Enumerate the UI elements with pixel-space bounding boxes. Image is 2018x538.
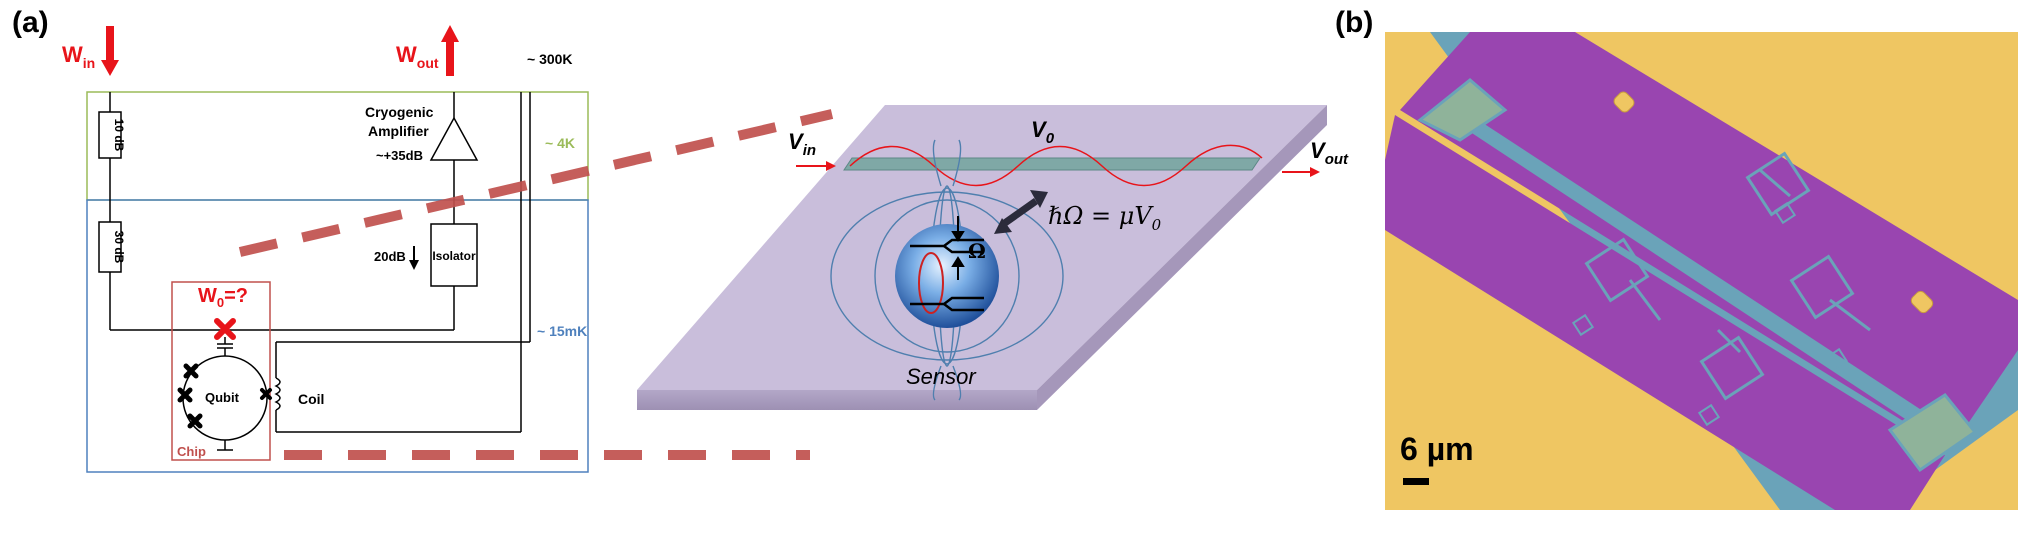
attenuator-30db-label: 30 dB [112,231,126,264]
temp-300k-label: ~ 300K [527,51,573,67]
isolator-loss: 20dB [374,249,406,264]
qubit-label: Qubit [205,390,240,405]
w-out-arrow [441,25,459,76]
panel-a-label: (a) [12,6,49,39]
energy-levels [910,238,984,312]
isolator-box [430,223,478,287]
voltage-wave [849,144,1263,187]
isolator-loss-arrow [409,246,419,270]
omega-arrows [951,216,965,280]
omega-symbol: Ω [968,239,986,263]
josephson-junctions [177,363,203,429]
sensor-label: Sensor [906,364,977,389]
w-out-label: Wout [396,42,439,71]
micrograph-capacitors [1584,151,1871,401]
micrograph-right-pad [1887,393,1978,473]
micrograph-left-pad [1417,78,1508,142]
coupler-cap [217,337,233,451]
coupling-arrow [994,190,1048,234]
coil-symbol [274,377,281,411]
amplifier-gain: ~+35dB [376,148,423,163]
attenuator-10db-label: 10 dB [112,119,126,152]
transmission-line [843,157,1261,171]
v-in-arrow [796,161,836,171]
chip-label: Chip [177,444,206,459]
coil-label: Coil [298,391,324,407]
micrograph-gold-island-1 [1613,91,1635,113]
micrograph-purple-upper [1400,32,2018,450]
attenuator-10db [98,111,122,159]
temp-4k-label: ~ 4K [545,135,575,151]
v-out-label: Vout [1310,138,1349,168]
w0-label: W0=? [198,285,248,310]
scale-bar [1403,478,1429,485]
zone-15mk-box [86,199,589,473]
coupler-cross-red [214,318,236,340]
isolator-label: Isolator [432,249,476,263]
attenuator-30db [98,221,122,273]
coil-lines [275,92,531,433]
micrograph-junction-squares [1571,201,1849,427]
temp-15mk-label: ~ 15mK [537,323,587,339]
sensor-loop [918,252,944,314]
w-in-arrow [101,26,119,76]
amplifier-label-line1: Cryogenic [365,104,434,120]
zoom-link-top [238,109,834,257]
v0-label: V0 [1031,117,1055,147]
input-line [109,92,454,331]
v-in-label: Vin [788,129,816,159]
amplifier-label-line2: Amplifier [368,123,429,139]
micrograph-purple-lower [1385,115,1945,510]
chip-box [171,281,271,461]
panel-b-label: (b) [1335,6,1373,39]
micrograph-gold-island-2 [1910,290,1934,314]
energy-equation: ℏΩ = μV0 [1048,202,1162,234]
v-out-arrow [1282,167,1320,177]
micrograph [1385,32,2018,510]
micrograph-center-line [1440,108,1955,442]
w-in-label: Win [62,42,95,71]
scale-bar-label: 6 µm [1400,431,1474,467]
amplifier-symbol [429,116,479,161]
coupling-junction [260,388,272,400]
